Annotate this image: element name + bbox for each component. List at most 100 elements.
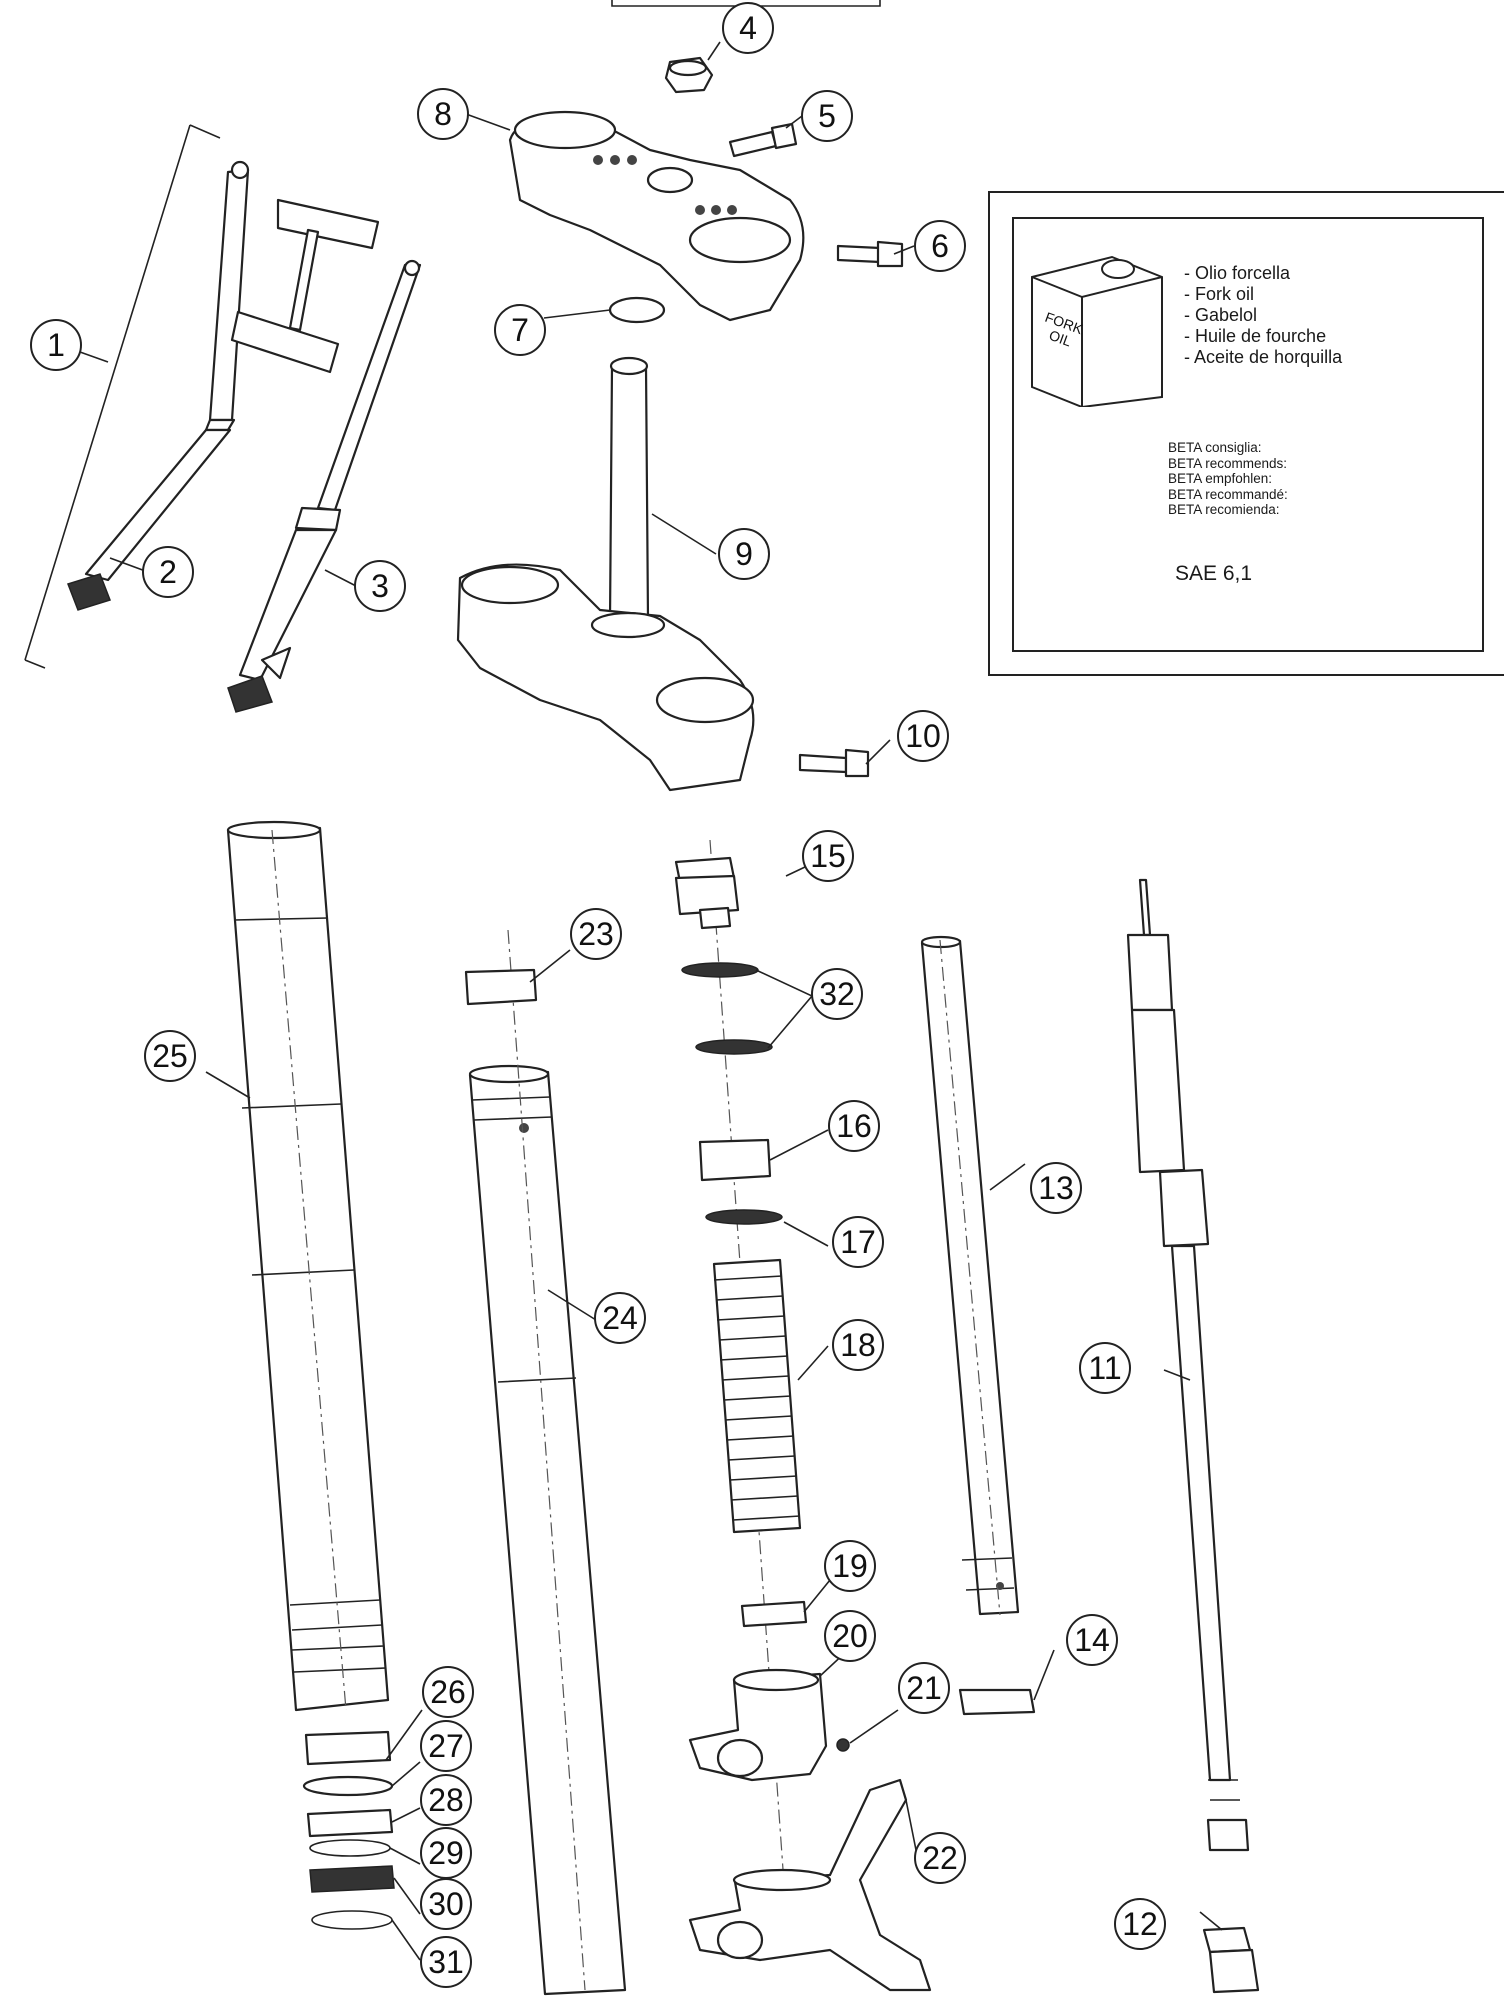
svg-text:28: 28 [428,1782,464,1818]
cartridge-11 [1126,878,1250,1852]
svg-text:18: 18 [840,1327,876,1363]
callout-20: 20 [824,1610,876,1662]
svg-text:9: 9 [735,536,753,572]
oil-name-it: - Olio forcella [1184,263,1291,283]
bolt-5 [728,122,798,158]
callout-9: 9 [718,528,770,580]
callout-22: 22 [914,1832,966,1884]
svg-text:29: 29 [428,1835,464,1871]
left-fork-leg [67,160,250,611]
washer-27 [302,1775,394,1797]
svg-text:12: 12 [1122,1906,1158,1942]
outer-tube [226,820,390,1712]
recommends-es: BETA recomienda: [1168,502,1280,517]
callout-bubbles: 1 2 3 4 5 6 7 8 9 10 11 12 13 14 15 16 1… [30,2,1166,1988]
oil-name-list: - Olio forcella - Fork oil - Gabelol - H… [1184,263,1342,368]
svg-text:2: 2 [159,554,177,590]
callout-16: 16 [828,1100,880,1152]
svg-text:5: 5 [818,98,836,134]
bolt-6 [836,240,904,268]
bushing-23 [464,968,538,1006]
svg-text:20: 20 [832,1618,868,1654]
callout-26: 26 [422,1666,474,1718]
washer-32a [681,962,759,978]
callout-13: 13 [1030,1162,1082,1214]
seal-stack [302,1730,395,1930]
callout-6: 6 [914,220,966,272]
callout-15: 15 [802,830,854,882]
svg-text:OIL: OIL [1047,327,1074,350]
svg-text:13: 13 [1038,1170,1074,1206]
svg-text:19: 19 [832,1548,868,1584]
clip-29 [309,1839,391,1857]
nut-14 [958,1688,1036,1716]
foot-22 [688,1778,932,1992]
callout-24: 24 [594,1292,646,1344]
oil-name-de: - Gabelol [1184,305,1258,325]
svg-text:32: 32 [819,976,855,1012]
svg-text:6: 6 [931,228,949,264]
washer-32b [695,1039,773,1055]
triple-clamp-small [230,198,380,374]
callout-1: 1 [30,319,82,371]
callout-27: 27 [420,1720,472,1772]
svg-text:16: 16 [836,1108,872,1144]
oil-name-fr: - Huile de fourche [1184,326,1327,346]
beta-recommends-list: BETA consiglia: BETA recommends: BETA em… [1168,440,1288,518]
svg-text:31: 31 [428,1944,464,1980]
callout-31: 31 [420,1936,472,1988]
recommends-de: BETA empfohlen: [1168,471,1273,486]
callout-18: 18 [832,1319,884,1371]
callout-8: 8 [417,88,469,140]
callout-23: 23 [570,908,622,960]
callout-29: 29 [420,1827,472,1879]
o-ring [608,296,666,324]
svg-text:24: 24 [602,1300,638,1336]
svg-text:4: 4 [739,10,757,46]
callout-14: 14 [1066,1614,1118,1666]
callout-7: 7 [494,304,546,356]
inner-tube [468,929,627,1996]
svg-text:15: 15 [810,838,846,874]
callout-11: 11 [1079,1342,1131,1394]
cartridge-column [674,839,932,1992]
oil-name-es: - Aceite de horquilla [1184,347,1343,367]
recommends-fr: BETA recommandé: [1168,486,1288,502]
svg-text:22: 22 [922,1840,958,1876]
upper-triple-clamp [508,110,805,322]
svg-text:30: 30 [428,1886,464,1922]
svg-text:7: 7 [511,312,529,348]
svg-text:27: 27 [428,1728,464,1764]
callout-17: 17 [832,1216,884,1268]
foot-20 [688,1668,828,1782]
leader-lines [79,41,1223,1961]
callout-32: 32 [811,968,863,1020]
fork-oil-info-inner: FORK OIL - Olio forcella - Fork oil - Ga… [1012,217,1484,652]
bushing-26 [304,1730,392,1766]
recommends-it: BETA consiglia: [1168,440,1262,455]
svg-text:21: 21 [906,1670,942,1706]
callout-25: 25 [144,1030,196,1082]
screw-21 [836,1738,850,1752]
callout-19: 19 [824,1540,876,1592]
inner-tube-13 [920,935,1020,1616]
oil-name-en: - Fork oil [1184,284,1255,304]
callout-2: 2 [142,546,194,598]
callout-5: 5 [801,90,853,142]
spring-18 [712,1258,802,1534]
lower-triple-clamp [456,356,755,792]
recommends-en: BETA recommends: [1168,455,1288,471]
callout-21: 21 [898,1662,950,1714]
callout-12: 12 [1114,1898,1166,1950]
ring-31 [311,1910,393,1930]
spacer-16 [698,1138,772,1182]
svg-text:14: 14 [1074,1622,1110,1658]
oil-grade: SAE 6,1 [1175,562,1253,585]
callout-10: 10 [897,710,949,762]
callout-4: 4 [722,2,774,54]
callout-28: 28 [420,1774,472,1826]
washer-17 [705,1209,783,1225]
svg-text:1: 1 [47,327,65,363]
svg-text:23: 23 [578,916,614,952]
